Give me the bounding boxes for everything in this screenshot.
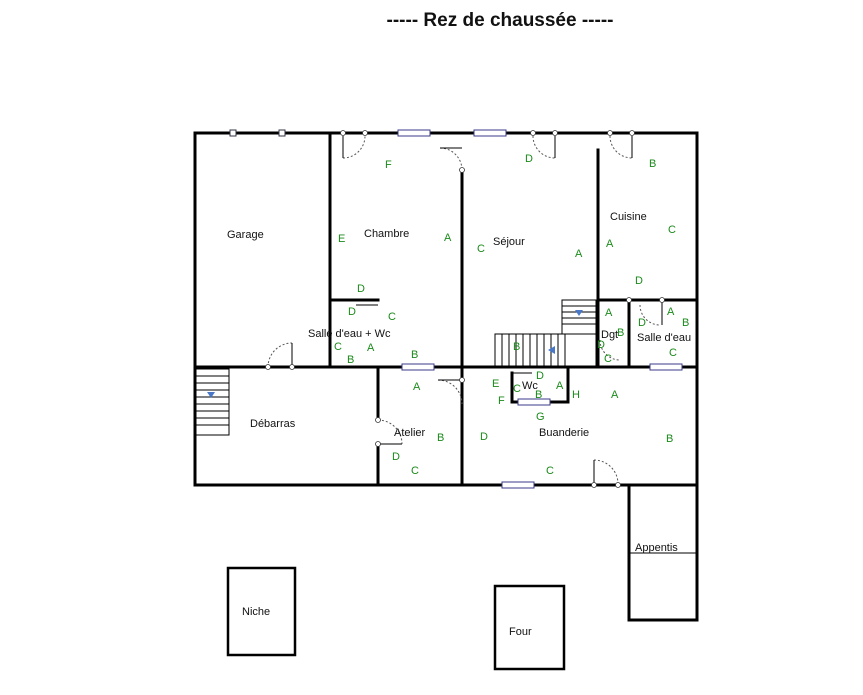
walls [193, 131, 699, 622]
marker-cuisine-c: C [668, 224, 676, 236]
marker-sew-b2: B [411, 349, 418, 361]
marker-buand-a: A [611, 389, 619, 401]
room-garage: Garage [227, 229, 264, 241]
stair-down-arrow [207, 392, 215, 398]
room-buanderie: Buanderie [539, 427, 589, 439]
marker-atelier-a: A [413, 381, 421, 393]
marker-chambre-e: E [338, 233, 345, 245]
room-dgt: Dgt [601, 329, 618, 341]
room-niche: Niche [242, 606, 270, 618]
room-sejour: Séjour [493, 236, 525, 248]
stair-down-arrow-2 [575, 310, 583, 316]
marker-dgt-a: A [605, 307, 613, 319]
room-salle-eau-wc: Salle d'eau + Wc [308, 328, 391, 340]
marker-se-b: B [682, 317, 689, 329]
marker-sew-b1: B [347, 354, 354, 366]
room-salle-eau: Salle d'eau [637, 332, 691, 344]
marker-cuisine-b: B [649, 158, 656, 170]
marker-buand-e: E [492, 378, 499, 390]
room-chambre: Chambre [364, 228, 409, 240]
marker-wc-b: B [535, 389, 542, 401]
marker-buand-h: H [572, 389, 580, 401]
marker-se-d: D [638, 317, 646, 329]
doors [265, 130, 665, 488]
marker-atelier-b: B [437, 432, 444, 444]
room-labels: Garage Chambre Séjour Cuisine Salle d'ea… [227, 211, 691, 638]
marker-wc-c: C [513, 383, 521, 395]
room-debarras: Débarras [250, 418, 296, 430]
marker-chambre-f: F [385, 159, 392, 171]
marker-sew-c1: C [388, 311, 396, 323]
room-wc: Wc [522, 380, 538, 392]
marker-chambre-a: A [444, 232, 452, 244]
marker-sew-d2: D [348, 306, 356, 318]
marker-dgt-b: B [617, 327, 624, 339]
room-four: Four [509, 626, 532, 638]
marker-sejour-a: A [575, 248, 583, 260]
marker-dgt-d: D [597, 339, 605, 351]
marker-cuisine-a: A [606, 238, 614, 250]
staircases [195, 299, 597, 436]
marker-wc-a: A [556, 380, 564, 392]
marker-se-c: C [669, 347, 677, 359]
marker-buand-c: C [546, 465, 554, 477]
marker-wc-d: D [536, 370, 544, 382]
wall-markers: F E A D C A B C A D D D C C A B B B A B … [334, 153, 689, 477]
marker-atelier-d: D [392, 451, 400, 463]
marker-buand-g: G [536, 411, 545, 423]
outbuildings [226, 552, 697, 671]
room-atelier: Atelier [394, 427, 426, 439]
marker-stair-b: B [513, 341, 520, 353]
marker-se-a: A [667, 306, 675, 318]
marker-buand-f: F [498, 395, 505, 407]
marker-sew-a: A [367, 342, 375, 354]
room-appentis: Appentis [635, 542, 678, 554]
marker-atelier-c: C [411, 465, 419, 477]
marker-sew-d1: D [357, 283, 365, 295]
marker-sejour-d: D [525, 153, 533, 165]
marker-dgt-c: C [604, 353, 612, 365]
marker-sew-c2: C [334, 341, 342, 353]
marker-cuisine-d: D [635, 275, 643, 287]
stair-left-arrow [548, 346, 555, 354]
marker-sejour-c: C [477, 243, 485, 255]
room-cuisine: Cuisine [610, 211, 647, 223]
windows [229, 129, 683, 489]
marker-buand-b: B [666, 433, 673, 445]
marker-buand-d: D [480, 431, 488, 443]
plan-title: ----- Rez de chaussée ----- [387, 10, 614, 31]
